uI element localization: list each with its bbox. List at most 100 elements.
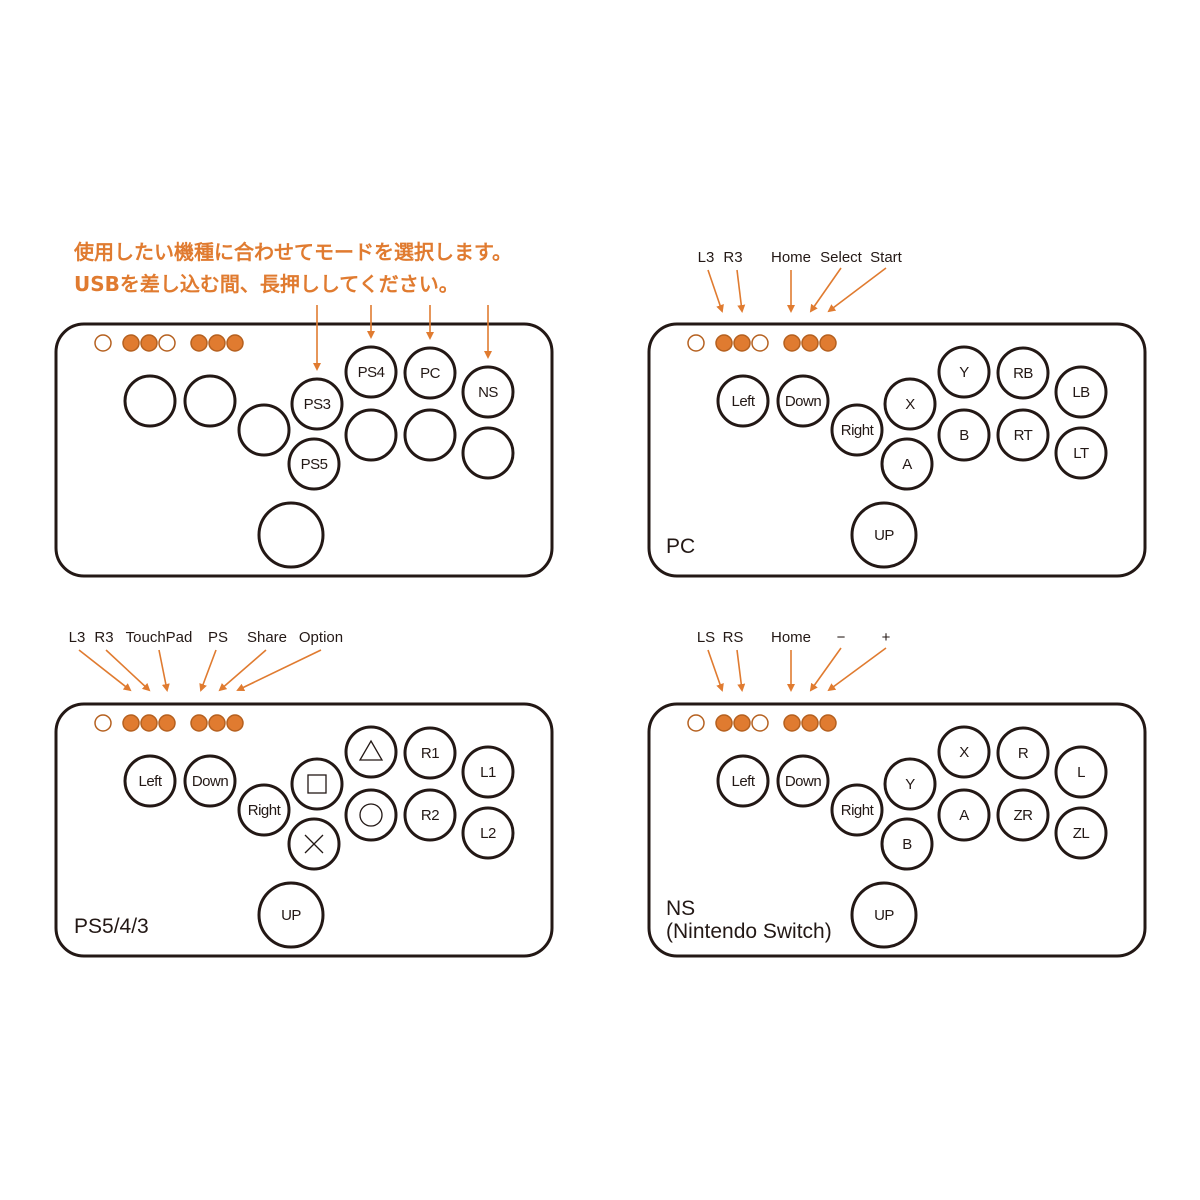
button-lt[interactable]: LT xyxy=(1054,426,1108,480)
header-label: Option xyxy=(299,629,343,646)
button-right[interactable]: Right xyxy=(830,783,884,837)
button-unlabeled[interactable] xyxy=(123,374,177,428)
button-unlabeled[interactable] xyxy=(461,426,515,480)
indicator-led xyxy=(751,334,769,352)
indicator-led xyxy=(783,334,801,352)
indicator-led xyxy=(687,334,705,352)
button-lb[interactable]: LB xyxy=(1054,365,1108,419)
button-right[interactable]: Right xyxy=(237,783,291,837)
header-label: Home xyxy=(771,629,811,646)
indicator-led xyxy=(715,714,733,732)
button-cross-icon[interactable] xyxy=(287,817,341,871)
button-label: Down xyxy=(785,393,822,410)
button-up[interactable]: UP xyxy=(850,881,918,949)
button-y[interactable]: Y xyxy=(937,345,991,399)
button-label: PS5 xyxy=(301,456,328,473)
button-y[interactable]: Y xyxy=(883,757,937,811)
pointer-arrow xyxy=(236,649,322,691)
indicator-led xyxy=(687,714,705,732)
button-label: UP xyxy=(874,527,894,544)
indicator-led xyxy=(715,334,733,352)
button-label: Right xyxy=(248,802,282,819)
button-rt[interactable]: RT xyxy=(996,408,1050,462)
button-label: PC xyxy=(420,365,441,382)
indicator-led xyxy=(819,714,837,732)
indicator-led xyxy=(94,334,112,352)
button-unlabeled[interactable] xyxy=(237,403,291,457)
button-zl[interactable]: ZL xyxy=(1054,806,1108,860)
indicator-led xyxy=(158,714,176,732)
button-label: L1 xyxy=(480,764,496,781)
indicator-led xyxy=(158,334,176,352)
panel-title: PC xyxy=(666,535,695,558)
button-l2[interactable]: L2 xyxy=(461,806,515,860)
button-label: X xyxy=(959,744,969,761)
button-unlabeled[interactable] xyxy=(344,408,398,462)
instruction-line-2: USBを差し込む間、長押ししてください。 xyxy=(74,272,459,296)
button-ps5[interactable]: PS5 xyxy=(287,437,341,491)
header-label: TouchPad xyxy=(126,629,193,646)
button-label: R xyxy=(1018,745,1029,762)
button-left[interactable]: Left xyxy=(716,374,770,428)
indicator-led xyxy=(208,334,226,352)
button-unlabeled[interactable] xyxy=(183,374,237,428)
button-unlabeled[interactable] xyxy=(257,501,325,569)
button-circle-icon[interactable] xyxy=(344,788,398,842)
button-label: B xyxy=(902,836,912,853)
pointer-arrow xyxy=(218,649,267,692)
button-square-icon[interactable] xyxy=(290,757,344,811)
header-label: R3 xyxy=(94,629,113,646)
button-r[interactable]: R xyxy=(996,726,1050,780)
button-r2[interactable]: R2 xyxy=(403,788,457,842)
pointer-arrow xyxy=(707,649,724,692)
pointer-arrow xyxy=(199,649,217,692)
header-label: LS xyxy=(697,629,715,646)
cross-icon xyxy=(304,834,324,854)
button-label: ZL xyxy=(1073,825,1090,842)
button-a[interactable]: A xyxy=(880,437,934,491)
header-label: − xyxy=(837,629,846,646)
button-label: LT xyxy=(1073,445,1089,462)
header-label: Select xyxy=(820,249,863,266)
button-left[interactable]: Left xyxy=(123,754,177,808)
button-up[interactable]: UP xyxy=(850,501,918,569)
button-up[interactable]: UP xyxy=(257,881,325,949)
button-left[interactable]: Left xyxy=(716,754,770,808)
button-label: B xyxy=(959,427,969,444)
button-rb[interactable]: RB xyxy=(996,346,1050,400)
pointer-arrow xyxy=(827,647,887,692)
pointer-arrow xyxy=(105,649,151,692)
indicator-led xyxy=(122,714,140,732)
button-down[interactable]: Down xyxy=(776,754,830,808)
button-label: X xyxy=(905,396,915,413)
button-label: R1 xyxy=(421,745,439,762)
button-ns[interactable]: NS xyxy=(461,365,515,419)
indicator-led xyxy=(733,334,751,352)
button-triangle-icon[interactable] xyxy=(344,725,398,779)
button-b[interactable]: B xyxy=(880,817,934,871)
indicator-led xyxy=(208,714,226,732)
button-label: PS4 xyxy=(358,364,385,381)
button-l1[interactable]: L1 xyxy=(461,745,515,799)
button-x[interactable]: X xyxy=(883,377,937,431)
button-l[interactable]: L xyxy=(1054,745,1108,799)
button-pc[interactable]: PC xyxy=(403,346,457,400)
button-x[interactable]: X xyxy=(937,725,991,779)
indicator-led xyxy=(801,714,819,732)
header-label: Share xyxy=(247,629,287,646)
pointer-arrow xyxy=(809,647,842,692)
button-zr[interactable]: ZR xyxy=(996,788,1050,842)
button-ps3[interactable]: PS3 xyxy=(290,377,344,431)
button-r1[interactable]: R1 xyxy=(403,726,457,780)
button-label: UP xyxy=(874,907,894,924)
button-down[interactable]: Down xyxy=(776,374,830,428)
button-a[interactable]: A xyxy=(937,788,991,842)
button-b[interactable]: B xyxy=(937,408,991,462)
button-right[interactable]: Right xyxy=(830,403,884,457)
button-label: A xyxy=(959,807,969,824)
button-down[interactable]: Down xyxy=(183,754,237,808)
button-ps4[interactable]: PS4 xyxy=(344,345,398,399)
button-unlabeled[interactable] xyxy=(403,408,457,462)
